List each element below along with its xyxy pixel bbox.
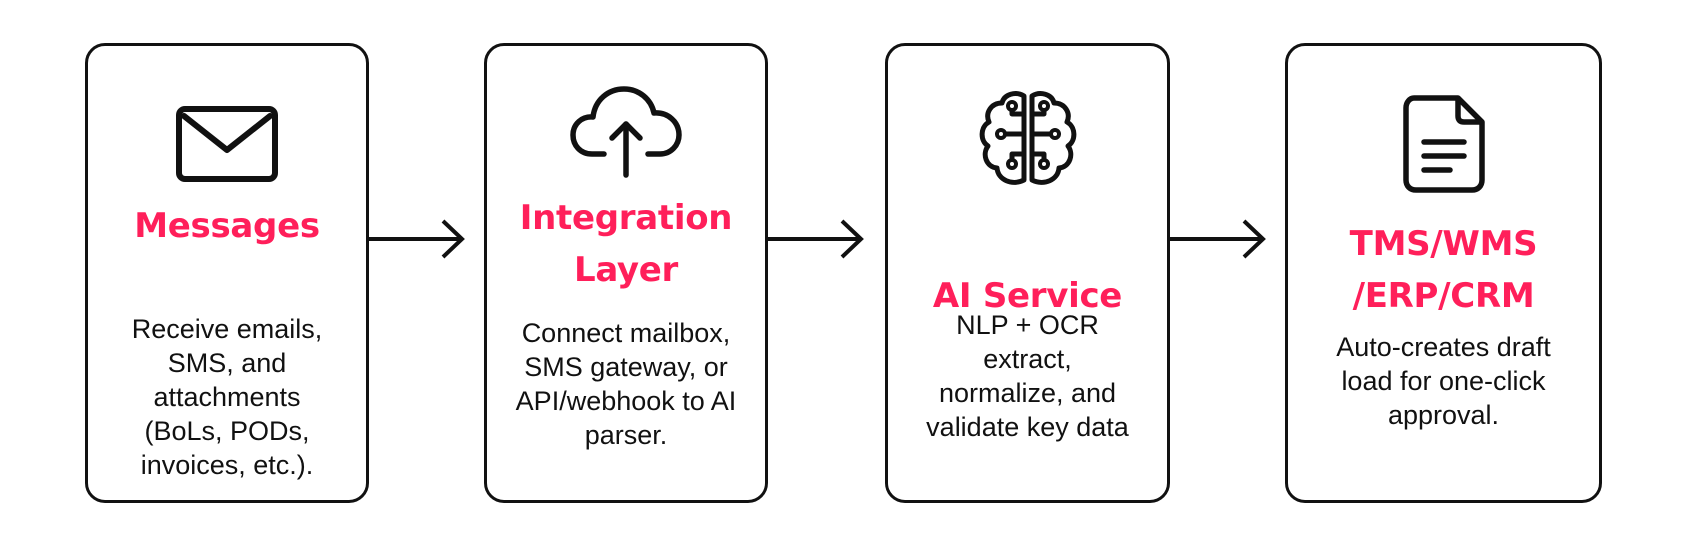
step-card-ai-service: AI Service NLP + OCR extract, normalize,… <box>885 43 1170 503</box>
step-title: Messages <box>134 206 320 246</box>
step-description: Receive emails, SMS, and attachments (Bo… <box>131 314 323 480</box>
step-card-messages: Messages Receive emails, SMS, and attach… <box>85 43 369 503</box>
envelope-icon <box>174 104 280 184</box>
arrow-right-icon <box>768 217 868 261</box>
step-description: Connect mailbox, SMS gateway, or API/web… <box>515 318 737 450</box>
step-title: TMS/WMS /ERP/CRM <box>1349 224 1538 316</box>
cloud-upload-icon <box>568 84 684 180</box>
step-title: AI Service <box>932 276 1123 316</box>
step-card-tms-wms-erp-crm: TMS/WMS /ERP/CRM Auto-creates draft load… <box>1285 43 1602 503</box>
step-description: Auto-creates draft load for one-click ap… <box>1336 332 1551 430</box>
arrow-right-icon <box>1170 217 1270 261</box>
step-title: Integration Layer <box>519 198 733 290</box>
step-description: NLP + OCR extract, normalize, and valida… <box>926 310 1129 442</box>
step-card-integration-layer: Integration Layer Connect mailbox, SMS g… <box>484 43 768 503</box>
brain-circuit-icon <box>976 88 1080 192</box>
arrow-right-icon <box>369 217 469 261</box>
document-icon <box>1402 94 1486 194</box>
